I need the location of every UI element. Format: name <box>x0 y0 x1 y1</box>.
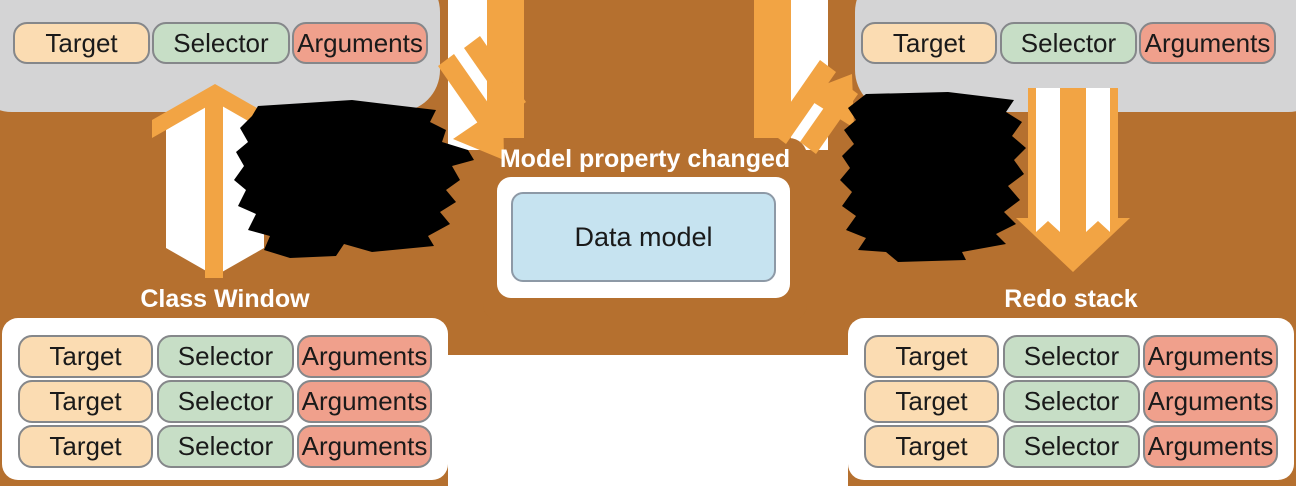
up-arrow-body <box>166 100 264 276</box>
left-diagonal-stripe <box>464 36 526 114</box>
stack-pill-arguments: Arguments <box>1143 335 1278 378</box>
stack-pill-selector: Selector <box>1003 380 1140 423</box>
redo-down-arrow-icon <box>1016 88 1130 272</box>
stack-pill-target: Target <box>864 425 999 468</box>
data-model-box: Data model <box>511 192 776 282</box>
stack-pill-target: Target <box>18 335 153 378</box>
redo-stack-title: Redo stack <box>1004 285 1138 313</box>
invocation-pill-target: Target <box>861 22 997 64</box>
invocation-pill-arguments: Arguments <box>1139 22 1276 64</box>
right-vertical-arrow-band <box>754 0 791 150</box>
left-vertical-arrow-band <box>487 0 524 150</box>
stack-pill-target: Target <box>18 425 153 468</box>
stack-pill-selector: Selector <box>1003 425 1140 468</box>
stack-pill-target: Target <box>864 335 999 378</box>
stack-pill-arguments: Arguments <box>297 335 432 378</box>
stack-pill-arguments: Arguments <box>1143 380 1278 423</box>
stack-pill-target: Target <box>18 380 153 423</box>
up-right-arrowhead-icon <box>800 74 854 128</box>
invocation-pill-arguments: Arguments <box>292 22 428 64</box>
undo-stack-panel: Target Selector Arguments Target Selecto… <box>2 318 448 480</box>
right-diagonal-arrow <box>770 60 858 154</box>
left-diagonal-stripe <box>438 54 500 132</box>
stack-pill-arguments: Arguments <box>1143 425 1278 468</box>
invocation-pill-selector: Selector <box>1000 22 1137 64</box>
left-redacted-text-blob <box>234 100 474 258</box>
undo-stack-title: Class Window <box>140 285 310 313</box>
redo-stack-panel: Target Selector Arguments Target Selecto… <box>848 318 1294 480</box>
down-arrow-body <box>1016 88 1130 272</box>
stack-pill-target: Target <box>864 380 999 423</box>
right-redacted-text-blob <box>840 92 1026 262</box>
stack-pill-selector: Selector <box>157 380 294 423</box>
stack-pill-selector: Selector <box>157 425 294 468</box>
undo-up-arrow-icon <box>152 84 278 278</box>
invocation-pill-selector: Selector <box>152 22 290 64</box>
right-diagonal-stripe <box>800 82 858 154</box>
right-diagonal-stripe <box>770 60 836 144</box>
invocation-pill-target: Target <box>13 22 150 64</box>
right-vertical-band-white <box>791 0 828 150</box>
stack-pill-selector: Selector <box>157 335 294 378</box>
left-vertical-band-white <box>448 0 487 150</box>
stack-pill-arguments: Arguments <box>297 425 432 468</box>
stack-pill-arguments: Arguments <box>297 380 432 423</box>
stack-pill-selector: Selector <box>1003 335 1140 378</box>
model-property-changed-heading: Model property changed <box>499 145 791 173</box>
up-arrow-stripe <box>205 100 223 278</box>
bottom-center-background <box>448 355 848 486</box>
left-diagonal-arrow <box>438 36 526 160</box>
